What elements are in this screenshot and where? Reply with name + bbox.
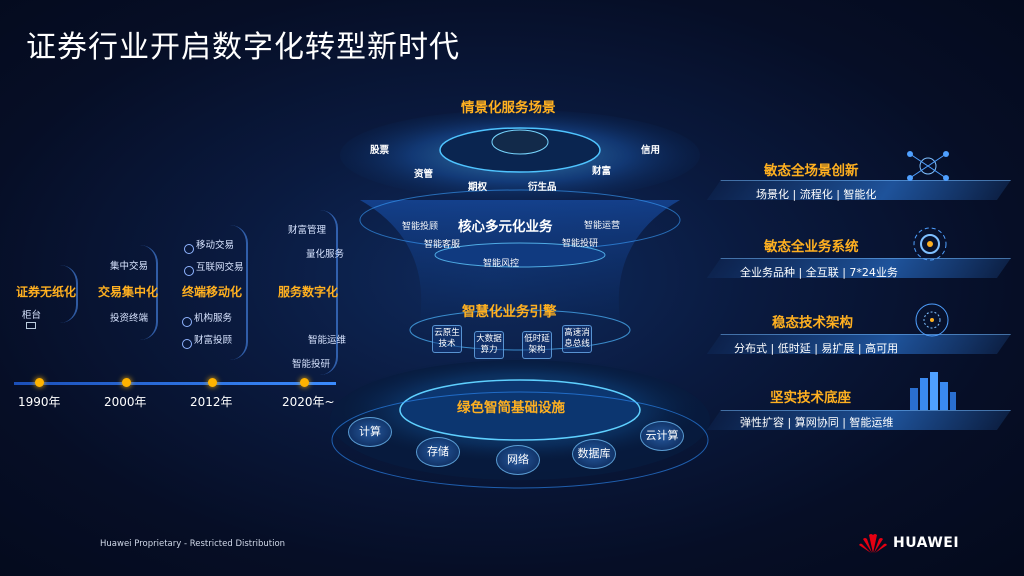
brand-logo: HUAWEI [857, 531, 997, 557]
card-title: 敏态全业务系统 [764, 239, 859, 255]
chevron-arc [60, 265, 78, 323]
scene-item: 期权 [468, 182, 488, 193]
stage-label: 证券无纸化 [16, 285, 77, 299]
core-item: 智能投顾 [402, 222, 439, 232]
timeline-dot [35, 378, 44, 387]
stage-item: 财富管理 [288, 225, 327, 236]
engine-item: 低时延架构 [522, 331, 552, 359]
card: 稳态技术架构 分布式 | 低时延 | 易扩展 | 高可用 [700, 302, 1012, 362]
core-item: 智能客服 [424, 240, 461, 250]
stage-label: 交易集中化 [98, 285, 159, 299]
card-subtitle: 分布式 | 低时延 | 易扩展 | 高可用 [734, 342, 899, 355]
mobile-icon [184, 238, 196, 257]
core-item: 智能风控 [483, 259, 520, 269]
page-title: 证券行业开启数字化转型新时代 [26, 30, 460, 65]
card: 敏态全场景创新 场景化 | 流程化 | 智能化 [700, 150, 1012, 210]
network-icon [907, 151, 949, 181]
stage-item: 机构服务 [194, 313, 233, 324]
stage-item: 智能投研 [292, 359, 331, 370]
core-item: 智能投研 [562, 239, 599, 249]
building-icon [182, 311, 194, 330]
architecture-icon [915, 303, 949, 337]
engine-item: 高速消息总线 [562, 325, 592, 353]
stage-item: 财富投顾 [194, 335, 233, 346]
stage-item: 集中交易 [110, 261, 149, 272]
timeline-bar [14, 382, 336, 385]
scene-item: 信用 [641, 145, 661, 156]
platform-graphic [330, 110, 710, 489]
engine-item: 云原生技术 [432, 325, 462, 353]
globe-icon [184, 260, 196, 279]
city-icon [910, 372, 956, 410]
scene-item: 资管 [414, 169, 434, 180]
infra-title: 绿色智简基础设施 [457, 400, 565, 416]
engine-title: 智慧化业务引擎 [462, 304, 557, 320]
card-subtitle: 全业务品种 | 全互联 | 7*24业务 [740, 266, 898, 279]
card-title: 坚实技术底座 [770, 390, 851, 406]
gear-icon [913, 227, 947, 261]
scene-item: 衍生品 [528, 182, 557, 193]
card-title: 敏态全场景创新 [764, 163, 859, 179]
infra-item: 数据库 [572, 439, 616, 469]
year-label: 1990年 [18, 395, 61, 409]
scene-title: 情景化服务场景 [461, 100, 556, 116]
stage-label: 终端移动化 [182, 285, 243, 299]
timeline-dot [300, 378, 309, 387]
card-title: 稳态技术架构 [772, 315, 853, 331]
stage-item: 量化服务 [306, 249, 345, 260]
engine-item: 大数据算力 [474, 331, 504, 359]
infra-item: 网络 [496, 445, 540, 475]
user-icon [182, 333, 194, 352]
timeline-dot [208, 378, 217, 387]
scene-item: 股票 [370, 145, 390, 156]
card-subtitle: 场景化 | 流程化 | 智能化 [756, 188, 877, 201]
stage-item: 智能运维 [308, 335, 347, 346]
chevron-arc [140, 245, 158, 340]
infra-item: 存储 [416, 437, 460, 467]
stage-item: 互联网交易 [196, 262, 244, 273]
huawei-logo-icon [859, 534, 887, 553]
card-subtitle: 弹性扩容 | 算网协同 | 智能运维 [740, 416, 894, 429]
card: 坚实技术底座 弹性扩容 | 算网协同 | 智能运维 [700, 372, 1012, 436]
infra-item: 云计算 [640, 421, 684, 451]
scene-item: 财富 [592, 166, 612, 177]
card: 敏态全业务系统 全业务品种 | 全互联 | 7*24业务 [700, 226, 1012, 286]
year-label: 2020年~ [282, 395, 335, 409]
brand-name: HUAWEI [893, 535, 960, 551]
infra-item: 计算 [348, 417, 392, 447]
chevron-arc [230, 225, 248, 360]
year-label: 2000年 [104, 395, 147, 409]
core-item: 智能运营 [584, 221, 621, 231]
stage-item: 移动交易 [196, 240, 235, 251]
timeline: 证券无纸化 柜台 集中交易 交易集中化 投资终端 移动交易 互联网交易 终端移动… [0, 210, 360, 410]
monitor-icon [26, 322, 36, 329]
core-title: 核心多元化业务 [458, 219, 553, 235]
stage-item: 投资终端 [110, 313, 149, 324]
stage-item: 柜台 [22, 310, 42, 321]
timeline-dot [122, 378, 131, 387]
footer-text: Huawei Proprietary - Restricted Distribu… [100, 539, 286, 549]
stage-label: 服务数字化 [278, 285, 339, 299]
chevron-arc [320, 210, 338, 375]
year-label: 2012年 [190, 395, 233, 409]
